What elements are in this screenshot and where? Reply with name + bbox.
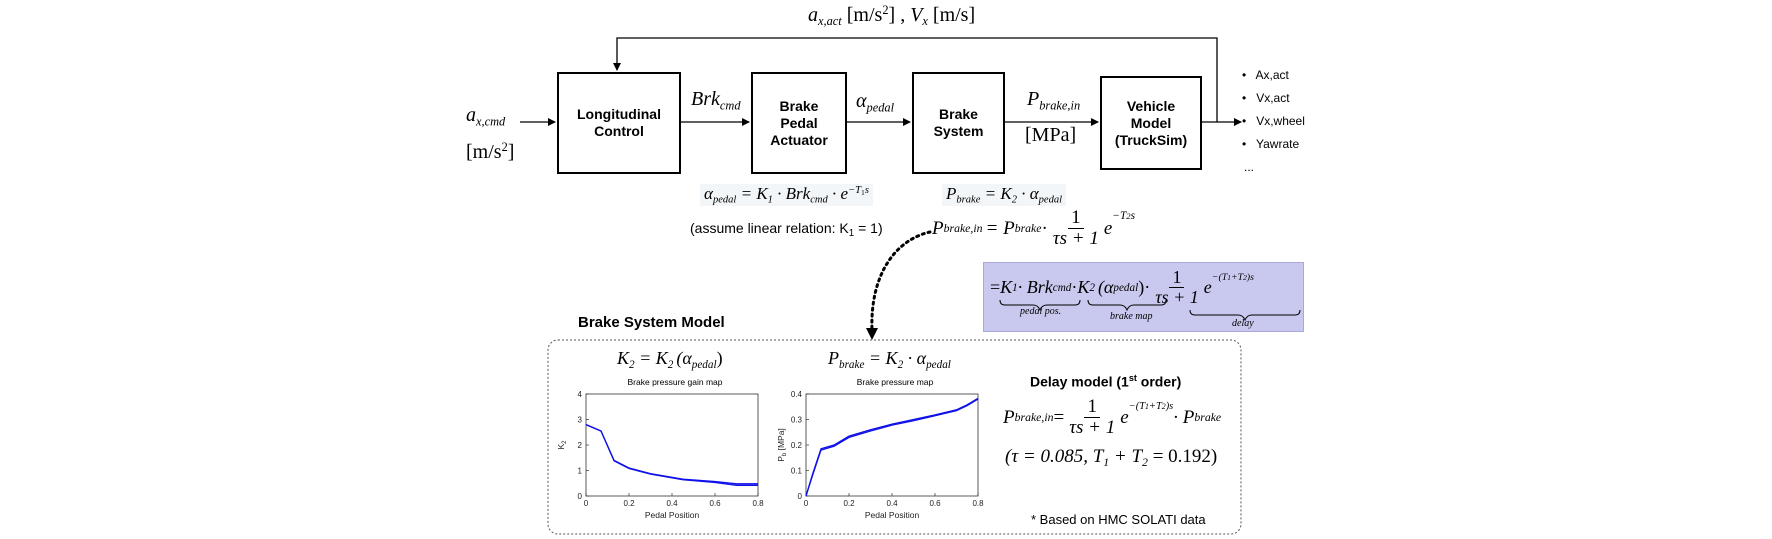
block-vehicle-model: Vehicle Model (TruckSim) [1100,76,1202,170]
y-axis-label: K2 [556,440,568,450]
x-tick-label: 0.4 [666,499,678,508]
y-tick-label: 4 [578,390,583,399]
block-brake-system: Brake System [912,72,1005,174]
plot1-title: Brake pressure gain map [627,377,723,387]
combined-equation-highlight [983,262,1304,332]
output-item: • Vx,act [1242,91,1290,105]
plot2-equation: Pbrake = K2 · αpedal [828,348,951,371]
series-line [585,424,758,486]
feedback-loop [613,37,1218,122]
block-brake-pedal-actuator: Brake Pedal Actuator [751,72,847,174]
plot-area [585,393,759,497]
output-item: • Ax,act [1242,68,1289,82]
y-tick-label: 1 [578,467,583,476]
plot2-title: Brake pressure map [856,377,934,387]
y-tick-label: 0.2 [791,441,803,450]
section-title: Brake System Model [578,314,725,331]
delay-title: Delay model (1st order) [1030,373,1182,390]
brace-label-pedal-pos: pedal pos. [1020,306,1062,317]
brace-pedal-pos [999,299,1081,312]
dotted-link-arrow [870,230,932,332]
y-tick-label: 0.1 [791,467,803,476]
signal-brk-cmd: Brkcmd [691,88,741,113]
x-tick-label: 0 [804,499,809,508]
x-tick-label: 0.2 [623,499,635,508]
brace-label-brake-map: brake map [1110,311,1153,322]
input-label: ax,cmd [466,104,506,129]
eq-brake: Pbrake = K2 · αpedal [942,184,1067,206]
y-tick-label: 3 [578,416,583,425]
brace-label-delay: delay [1232,318,1254,329]
input-unit: [m/s2] [466,140,515,163]
x-tick-label: 0.2 [843,499,855,508]
brace-brake-map [1087,299,1167,312]
assume-note: (assume linear relation: K1 = 1) [690,220,883,239]
delay-parameters: (τ = 0.085, T1 + T2 = 0.192) [1005,446,1218,470]
y-tick-label: 0.4 [791,390,803,399]
x-tick-label: 0.8 [972,499,984,508]
x-axis-label: Pedal Position [645,510,700,520]
output-item: • Yawrate [1242,137,1300,151]
signal-p-brake-in: Pbrake,in [1027,88,1081,113]
output-item: ... [1244,160,1255,174]
y-tick-label: 0 [798,492,803,501]
eq-pedal: αpedal = K1 · Brkcmd · e−T1s [700,184,873,206]
brace-delay [1189,309,1301,322]
y-tick-label: 2 [578,441,583,450]
source-note: * Based on HMC SOLATI data [1031,512,1206,527]
brake-system-model-frame [547,339,1242,535]
series-line [805,397,979,497]
y-tick-label: 0.3 [791,416,803,425]
x-tick-label: 0.4 [886,499,898,508]
x-tick-label: 0.8 [752,499,764,508]
signal-alpha-pedal: αpedal [856,90,895,115]
y-axis-label: Pb [MPa] [776,428,788,462]
signal-p-unit: [MPa] [1025,124,1077,146]
x-tick-label: 0 [584,499,589,508]
block-longitudinal-control: Longitudinal Control [557,72,681,174]
x-tick-label: 0.6 [929,499,941,508]
y-tick-label: 0 [578,492,583,501]
x-axis-label: Pedal Position [865,510,920,520]
feedback-label: ax,act [m/s2] , Vx [m/s] [808,3,976,29]
output-item: • Vx,wheel [1242,114,1305,128]
x-tick-label: 0.6 [709,499,721,508]
plot1-equation: K2 = K2(αpedal) [617,348,723,371]
output-list: • Ax,act • Vx,act • Vx,wheel • Yawrate .… [1242,64,1305,179]
